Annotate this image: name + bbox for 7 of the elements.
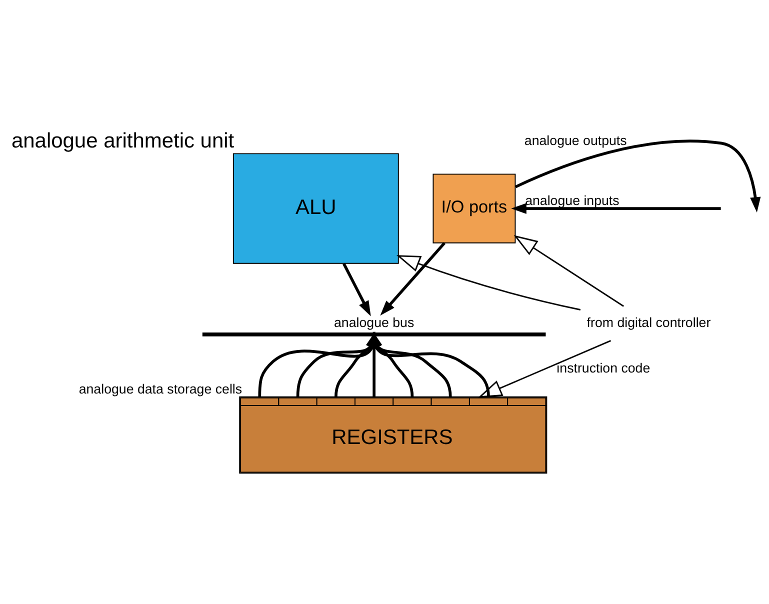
edge-label: instruction code xyxy=(556,360,650,376)
edge-label: analogue inputs xyxy=(525,192,620,208)
node-label: analogue data storage cells xyxy=(78,381,242,396)
node-label: analogue arithmetic unit xyxy=(11,130,234,153)
node-text: from digital controller xyxy=(586,314,711,330)
node-text: analogue bus xyxy=(334,314,414,330)
edge-label: analogue outputs xyxy=(524,132,627,148)
